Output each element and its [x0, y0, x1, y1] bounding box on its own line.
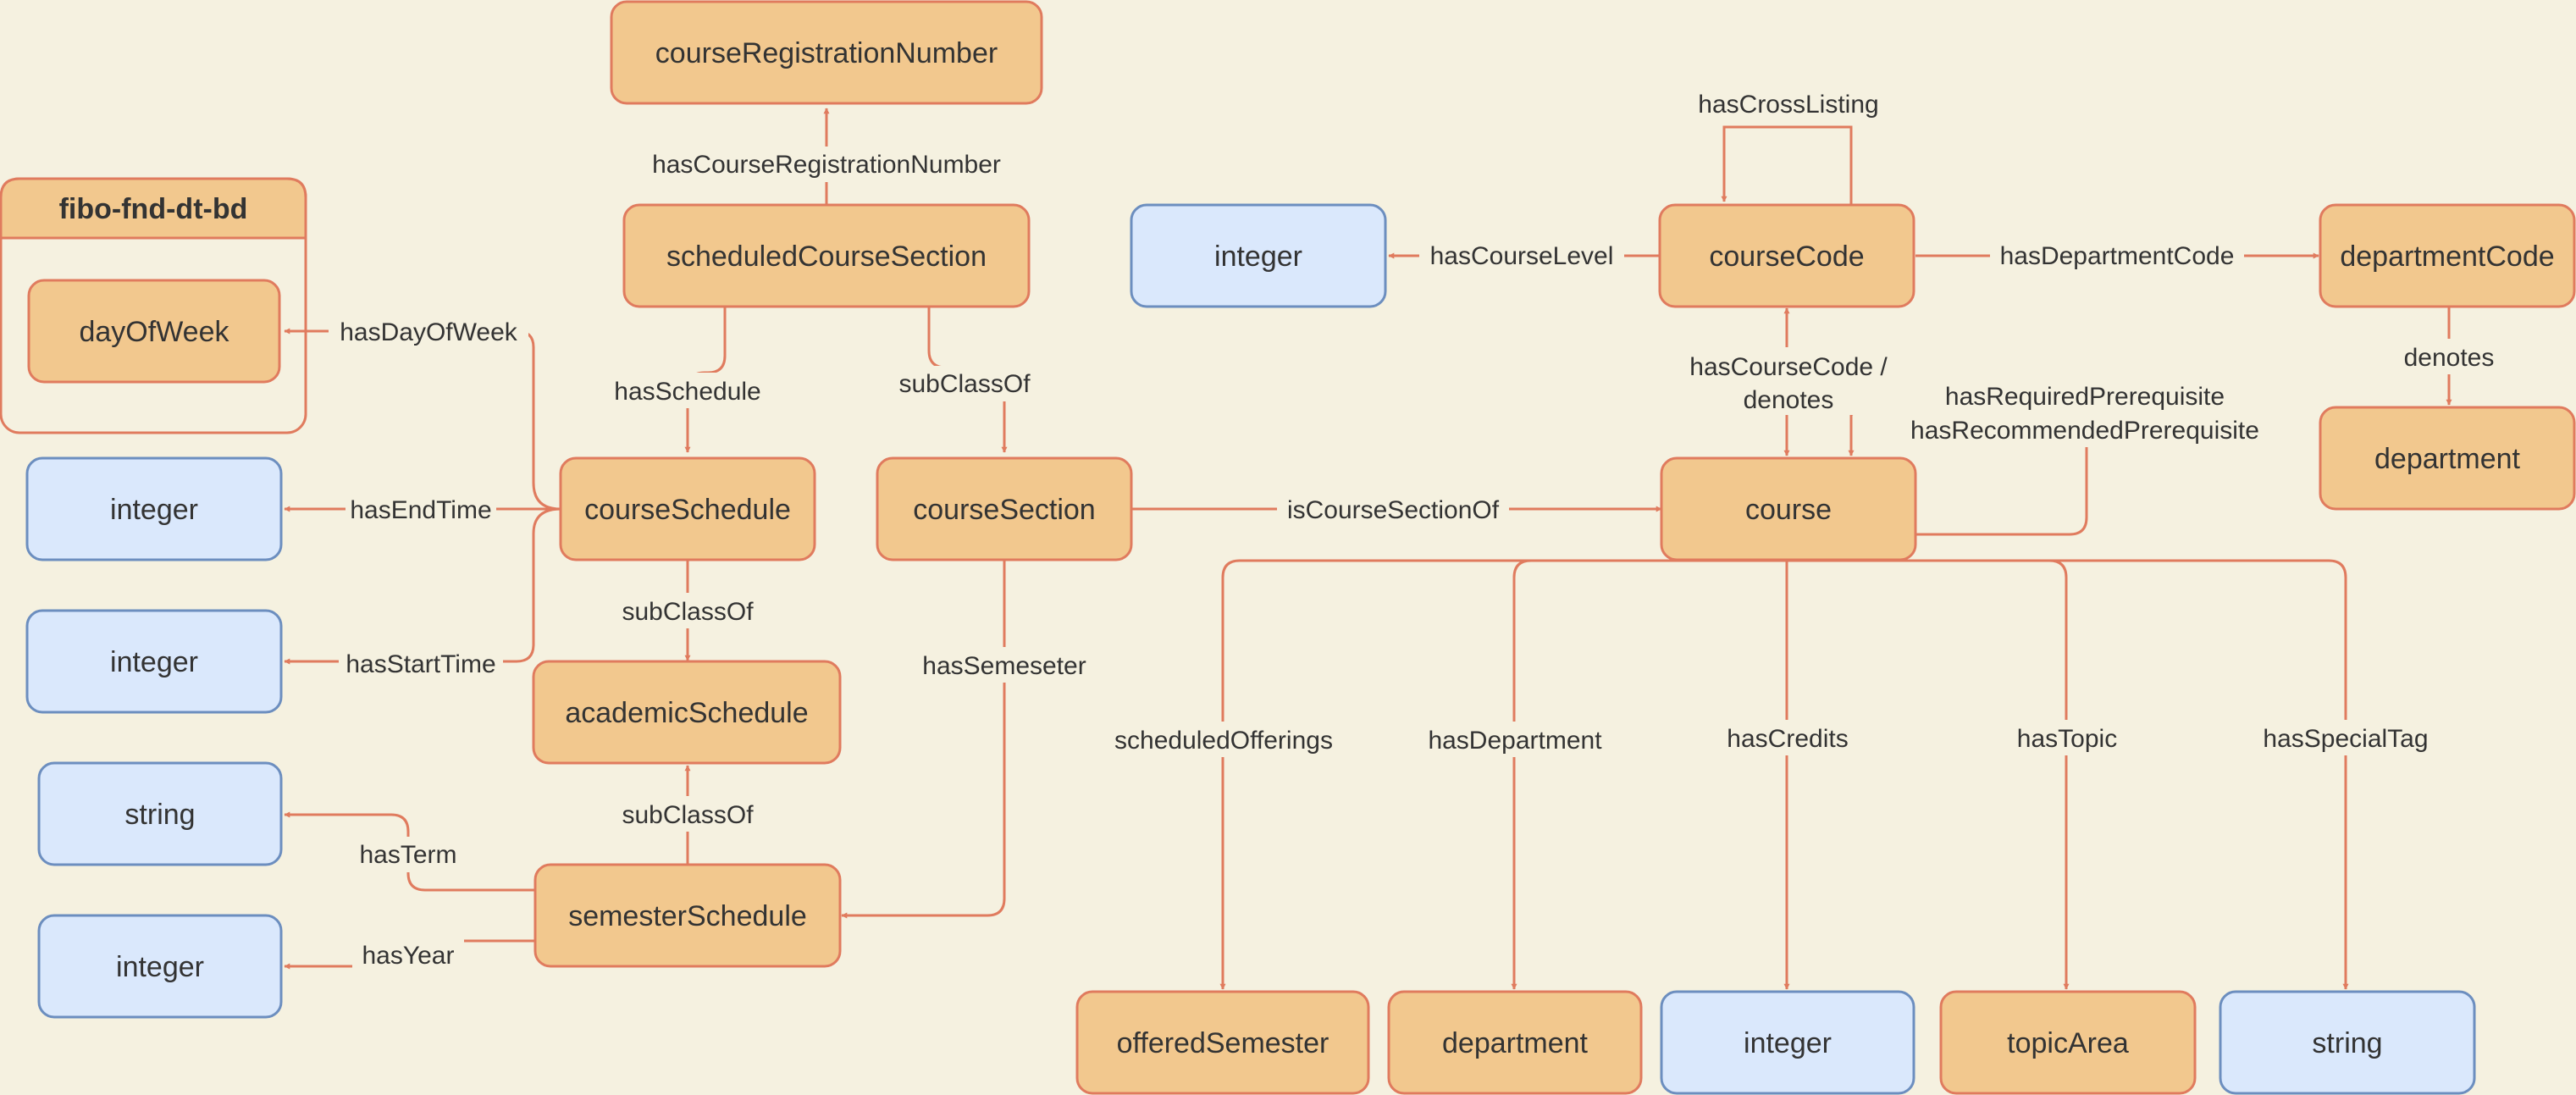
node-label: integer [116, 951, 204, 983]
node-label: integer [1214, 241, 1302, 273]
group-fibo-fnd-dt-bd: fibo-fnd-dt-bd [0, 177, 307, 434]
node-offeredSemester[interactable]: offeredSemester [1075, 990, 1370, 1095]
group-header [0, 177, 307, 240]
node-integer-endTime[interactable]: integer [25, 456, 283, 561]
node-label: departmentCode [2340, 241, 2554, 273]
node-scheduledCourseSection[interactable]: scheduledCourseSection [622, 203, 1031, 308]
label-hasDepartmentCode: hasDepartmentCode [2000, 242, 2235, 270]
label-hasDepartment: hasDepartment [1428, 727, 1602, 755]
node-academicSchedule[interactable]: academicSchedule [532, 660, 842, 765]
label-hasCourseLevel: hasCourseLevel [1430, 242, 1614, 270]
edge-hasSpecialTag [1787, 559, 2349, 990]
node-dayOfWeek[interactable]: dayOfWeek [27, 279, 281, 384]
label-hasCrossListing: hasCrossListing [1698, 91, 1878, 119]
node-departmentCode[interactable]: departmentCode [2319, 203, 2576, 308]
edge-hasTopic [1787, 559, 2070, 990]
node-label: string [124, 799, 195, 831]
label-isCourseSectionOf: isCourseSectionOf [1287, 496, 1500, 524]
node-courseSection[interactable]: courseSection [876, 456, 1133, 561]
label-hasEndTime: hasEndTime [350, 496, 491, 524]
label-hasRecommendedPrerequisite: hasRecommendedPrerequisite [1910, 417, 2259, 445]
edge-hasStartTime [284, 507, 561, 665]
node-string-specialTag[interactable]: string [2219, 990, 2476, 1095]
node-semesterSchedule[interactable]: semesterSchedule [533, 863, 842, 968]
label-scheduledOfferings: scheduledOfferings [1114, 727, 1333, 755]
label-hasStartTime: hasStartTime [345, 650, 495, 678]
node-label: department [1442, 1027, 1589, 1059]
edge-hasCrossListing [1721, 125, 1853, 205]
label-hasCredits: hasCredits [1727, 725, 1848, 753]
label-hasRequiredPrerequisite: hasRequiredPrerequisite [1945, 383, 2225, 411]
node-label: academicSchedule [565, 697, 808, 729]
node-department-top[interactable]: department [2319, 406, 2576, 511]
label-hasDayOfWeek: hasDayOfWeek [340, 318, 518, 346]
label-hasSemeseter: hasSemeseter [922, 652, 1086, 680]
node-integer-startTime[interactable]: integer [25, 609, 283, 714]
node-label: offeredSemester [1117, 1027, 1329, 1059]
node-label: semesterSchedule [568, 900, 807, 932]
label-hasTerm: hasTerm [359, 841, 456, 869]
label-hasSchedule: hasSchedule [614, 378, 760, 406]
node-courseSchedule[interactable]: courseSchedule [559, 456, 816, 561]
node-label: courseRegistrationNumber [655, 37, 998, 69]
node-label: department [2374, 443, 2521, 475]
group-title: fibo-fnd-dt-bd [59, 193, 248, 225]
edge-labels: hasCourseRegistrationNumber hasDayOfWeek… [329, 86, 2505, 973]
node-label: dayOfWeek [79, 316, 229, 348]
node-label: topicArea [2007, 1027, 2129, 1059]
node-department-bottom[interactable]: department [1387, 990, 1643, 1095]
edge-prerequisite-loop [1915, 445, 2088, 536]
edge-hasDepartment [1511, 559, 1787, 990]
node-label: integer [1744, 1027, 1832, 1059]
node-label: integer [110, 494, 198, 526]
label-subClassOf-section: subClassOf [898, 370, 1031, 398]
node-integer-courseLevel[interactable]: integer [1130, 203, 1387, 308]
node-label: courseCode [1709, 241, 1864, 273]
node-topicArea[interactable]: topicArea [1939, 990, 2197, 1095]
node-label: integer [110, 646, 198, 678]
node-label: course [1745, 494, 1832, 526]
node-course[interactable]: course [1660, 456, 1917, 561]
node-label: string [2312, 1027, 2382, 1059]
label-hasCourseRegistrationNumber: hasCourseRegistrationNumber [652, 151, 1001, 179]
label-hasTopic: hasTopic [2017, 725, 2117, 753]
label-hasYear: hasYear [362, 942, 455, 970]
node-label: courseSection [913, 494, 1095, 526]
label-denotes: denotes [2404, 344, 2495, 372]
node-string-term[interactable]: string [37, 761, 283, 866]
edge-scheduledOfferings [1219, 559, 1787, 990]
node-integer-year[interactable]: integer [37, 914, 283, 1019]
label-hasCourseCode: hasCourseCode / [1689, 353, 1888, 381]
label-hasSpecialTag: hasSpecialTag [2263, 725, 2428, 753]
label-subClassOf-academic: subClassOf [622, 598, 754, 626]
node-label: courseSchedule [584, 494, 791, 526]
node-label: scheduledCourseSection [666, 241, 987, 273]
label-hasCourseCode-denotes: denotes [1744, 386, 1834, 414]
edge-hasSemeseter [841, 561, 1006, 919]
label-subClassOf-semester: subClassOf [622, 801, 754, 829]
node-courseRegistrationNumber[interactable]: courseRegistrationNumber [610, 0, 1043, 105]
node-integer-credits[interactable]: integer [1660, 990, 1915, 1095]
edge-hasDayOfWeek [284, 328, 561, 511]
node-courseCode[interactable]: courseCode [1658, 203, 1915, 308]
